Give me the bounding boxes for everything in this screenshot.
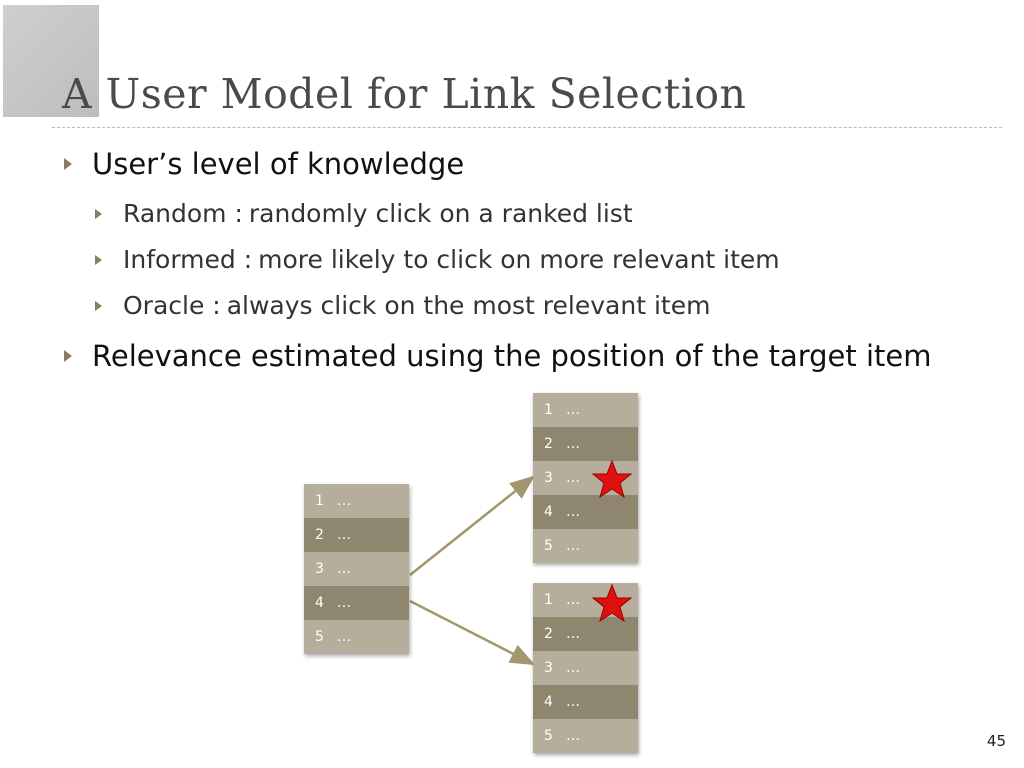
triangle-bullet-icon	[64, 158, 72, 170]
slide-title: A User Model for Link Selection	[62, 70, 747, 118]
triangle-bullet-icon	[95, 208, 102, 219]
bullet-key: Random :	[123, 199, 243, 228]
triangle-bullet-icon	[64, 350, 72, 362]
arrow-to-bottom-list	[409, 599, 536, 666]
bullet-oracle: Oracle :always click on the most relevan…	[95, 291, 710, 320]
list-item[interactable]: 4…	[533, 495, 638, 529]
arrow-to-top-list	[409, 475, 535, 576]
bullet-text: User’s level of knowledge	[92, 147, 465, 181]
list-item[interactable]: 5…	[533, 719, 638, 753]
triangle-bullet-icon	[95, 300, 102, 311]
bullet-text: more likely to click on more relevant it…	[258, 245, 780, 274]
list-item[interactable]: 2…	[533, 617, 638, 651]
list-item[interactable]: 2…	[533, 427, 638, 461]
source-ranked-list: 1… 2… 3… 4… 5…	[304, 484, 409, 654]
red-star-icon	[592, 460, 632, 498]
list-item[interactable]: 3…	[533, 651, 638, 685]
list-item[interactable]: 5…	[533, 529, 638, 563]
bullet-informed: Informed :more likely to click on more r…	[95, 245, 780, 274]
list-item[interactable]: 4…	[304, 586, 409, 620]
bullet-text: randomly click on a ranked list	[248, 199, 633, 228]
bullet-relevance: Relevance estimated using the position o…	[64, 339, 932, 373]
list-item[interactable]: 5…	[304, 620, 409, 654]
bullet-text: always click on the most relevant item	[226, 291, 711, 320]
list-item[interactable]: 4…	[533, 685, 638, 719]
list-item[interactable]: 2…	[304, 518, 409, 552]
bullet-knowledge: User’s level of knowledge	[64, 147, 464, 181]
triangle-bullet-icon	[95, 254, 102, 265]
bullet-key: Oracle :	[123, 291, 221, 320]
bullet-key: Informed :	[123, 245, 253, 274]
bullet-text: Relevance estimated using the position o…	[92, 339, 932, 373]
list-item[interactable]: 3…	[304, 552, 409, 586]
bullet-random: Random :randomly click on a ranked list	[95, 199, 633, 228]
corner-decoration	[3, 5, 99, 117]
red-star-icon	[592, 584, 632, 622]
title-divider	[52, 127, 1002, 128]
page-number: 45	[986, 732, 1006, 750]
list-item[interactable]: 1…	[304, 484, 409, 518]
list-item[interactable]: 1…	[533, 393, 638, 427]
